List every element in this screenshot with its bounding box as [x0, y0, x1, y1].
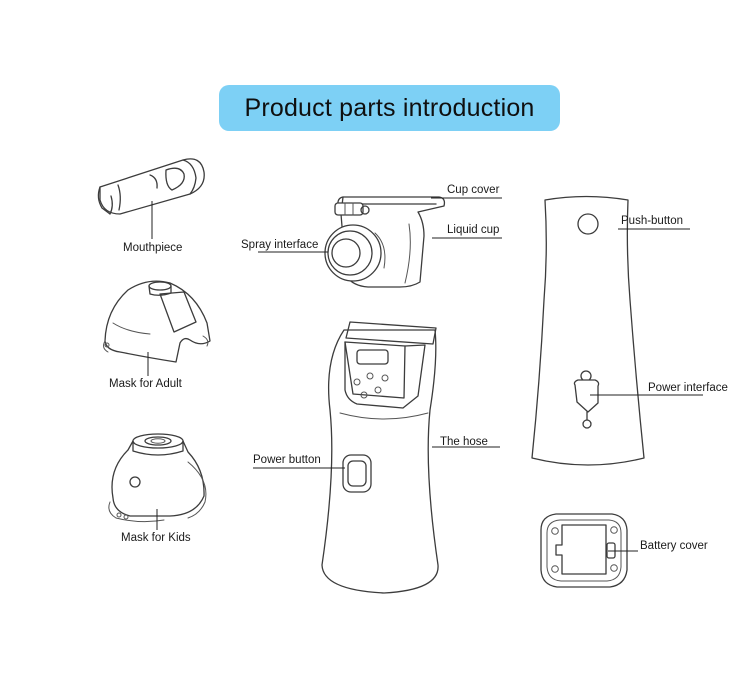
diagram-title: Product parts introduction: [244, 93, 535, 122]
label-push-button: Push-button: [621, 215, 684, 227]
back-view-illustration: [531, 195, 645, 466]
label-mask-kids: Mask for Kids: [121, 532, 191, 544]
nebulizer-body-illustration: [321, 321, 439, 594]
label-liquid-cup: Liquid cup: [447, 224, 500, 236]
mouthpiece-illustration: [97, 158, 205, 215]
label-power-interface: Power interface: [648, 382, 728, 394]
liquid-cup-illustration: [324, 196, 446, 288]
label-mask-adult: Mask for Adult: [109, 378, 182, 390]
title-banner: Product parts introduction: [219, 85, 560, 131]
label-power-button: Power button: [253, 454, 321, 466]
label-cup-cover: Cup cover: [447, 184, 500, 196]
mask-adult-illustration: [103, 280, 211, 363]
label-spray-interface: Spray interface: [241, 239, 319, 251]
battery-cover-illustration: [540, 513, 628, 588]
label-mouthpiece: Mouthpiece: [123, 242, 183, 254]
label-battery-cover: Battery cover: [640, 540, 708, 552]
label-the-hose: The hose: [440, 436, 488, 448]
mask-kids-illustration: [108, 433, 207, 523]
